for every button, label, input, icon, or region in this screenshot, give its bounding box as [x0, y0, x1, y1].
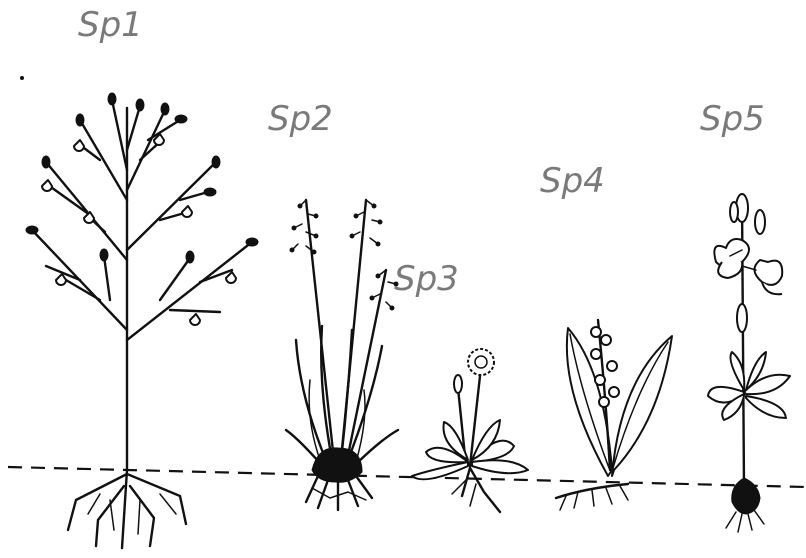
- species-label-sp5: Sp5: [700, 102, 765, 136]
- species-label-sp4: Sp4: [540, 164, 605, 198]
- plant-sp1: [26, 93, 258, 548]
- species-label-sp3: Sp3: [394, 262, 459, 296]
- speck: [20, 76, 24, 80]
- plant-sp3: [412, 349, 528, 512]
- plant-sp5: [708, 194, 790, 532]
- species-label-sp1: Sp1: [78, 8, 143, 42]
- plant-sp2: [286, 200, 398, 510]
- species-label-sp2: Sp2: [268, 102, 333, 136]
